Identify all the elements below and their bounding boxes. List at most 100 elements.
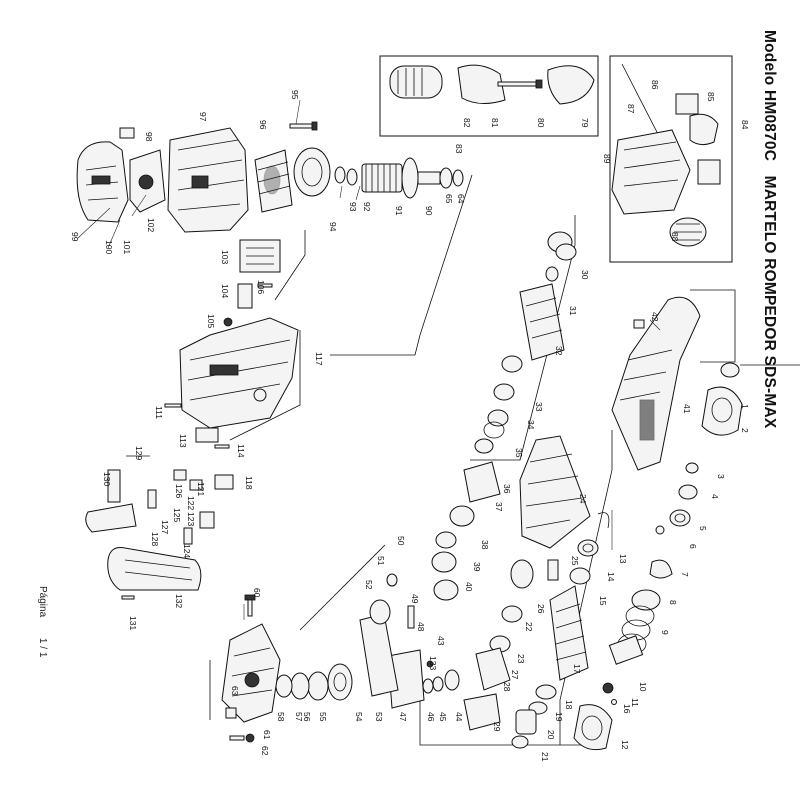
bearing-93 [334,166,358,186]
callout-91: 91 [394,206,404,216]
callout-65: 65 [444,194,454,204]
grip-82 [389,65,443,99]
callout-99: 99 [70,232,80,242]
clip-13 [597,512,610,529]
spring-8-9 [617,589,661,655]
screw-95 [289,121,318,131]
frame-117 [229,330,301,441]
callout-7: 7 [680,572,690,577]
screws-60-63 [225,594,256,743]
screw-114 [214,444,230,449]
handle-housing-117 [179,317,299,429]
callout-58: 58 [276,712,286,722]
brush-holder-102 [119,127,166,213]
callout-57: 57 [294,712,304,722]
callout-131: 131 [128,616,138,630]
callout-50: 50 [396,536,406,546]
cord-clamp-parts-121-128 [147,469,234,545]
frame-83 [330,174,473,356]
callout-16: 16 [622,704,632,714]
group-frame-right [690,289,736,363]
screws-105-106 [223,283,273,327]
group-frame-diag [299,544,386,631]
callout-31: 31 [568,306,578,316]
callout-61: 61 [262,730,272,740]
callout-38: 38 [480,540,490,550]
callout-47: 47 [398,712,408,722]
callout-87: 87 [626,104,636,114]
callout-4: 4 [710,494,720,499]
callout-55: 55 [318,712,328,722]
rubber-boot-12 [573,704,613,751]
callout-113: 113 [178,434,188,448]
callout-5: 5 [698,526,708,531]
callout-92: 92 [362,202,372,212]
callout-28: 28 [502,682,512,692]
callout-17: 17 [572,664,582,674]
cylinder-sleeve-30 [547,231,577,261]
callout-1: 1 [740,404,750,409]
callout-125: 125 [172,508,182,522]
callout-90: 90 [424,206,434,216]
callout-89: 89 [602,154,612,164]
label-113 [195,427,219,443]
callout-45: 45 [438,712,448,722]
callout-48: 48 [416,622,426,632]
ball-6-7 [649,525,673,579]
callout-36: 36 [502,484,512,494]
callout-106: 106 [256,280,266,294]
callout-23: 23 [516,654,526,664]
callout-84: 84 [740,120,750,130]
cylinder-24 [519,435,591,549]
screw-131 [121,595,135,600]
rear-cover-99 [76,141,129,223]
handle-accessory-box [379,55,599,137]
callout-20: 20 [546,730,556,740]
callout-100: 100 [104,240,114,254]
callout-86: 86 [650,80,660,90]
callout-26: 26 [536,604,546,614]
callout-127: 127 [160,520,170,534]
callout-2: 2 [740,428,750,433]
bolt-80 [497,79,543,89]
callout-93: 93 [348,202,358,212]
barrel-41 [611,296,701,471]
callout-111: 111 [154,406,164,419]
callout-52: 52 [364,580,374,590]
callout-102: 102 [146,218,156,232]
callout-3: 3 [716,474,726,479]
callout-114: 114 [236,444,246,458]
callout-82: 82 [462,118,472,128]
cord-guard-130 [85,455,150,533]
rings-38-40 [431,531,459,601]
callout-95: 95 [290,90,300,100]
crank-parts-43-53 [359,573,460,709]
callout-15: 15 [598,596,608,606]
callout-21: 21 [540,752,550,762]
callout-81: 81 [490,118,500,128]
callout-56: 56 [302,712,312,722]
callout-130: 130 [102,472,112,486]
callout-79: 79 [580,118,590,128]
callout-42: 42 [650,312,660,322]
callout-96: 96 [258,120,268,130]
callout-9: 9 [660,630,670,635]
callout-14: 14 [606,572,616,582]
callout-62: 62 [260,746,270,756]
callout-10: 10 [638,682,648,692]
part-numbers: 1 2 3 4 5 6 7 8 9 10 11 16 12 13 14 15 1… [70,80,750,762]
field-coil-96 [254,149,293,213]
callout-104: 104 [220,284,230,298]
callout-101: 101 [122,240,132,254]
piston-36-37 [449,461,501,527]
callout-97: 97 [198,112,208,122]
callout-83: 83 [454,144,464,154]
rings-18-21 [511,684,557,749]
callout-46: 46 [426,712,436,722]
impact-bolt-32 [519,283,565,361]
frame-103 [274,230,306,301]
callout-94: 94 [328,222,338,232]
callout-51: 51 [376,556,386,566]
callout-33: 33 [534,402,544,412]
